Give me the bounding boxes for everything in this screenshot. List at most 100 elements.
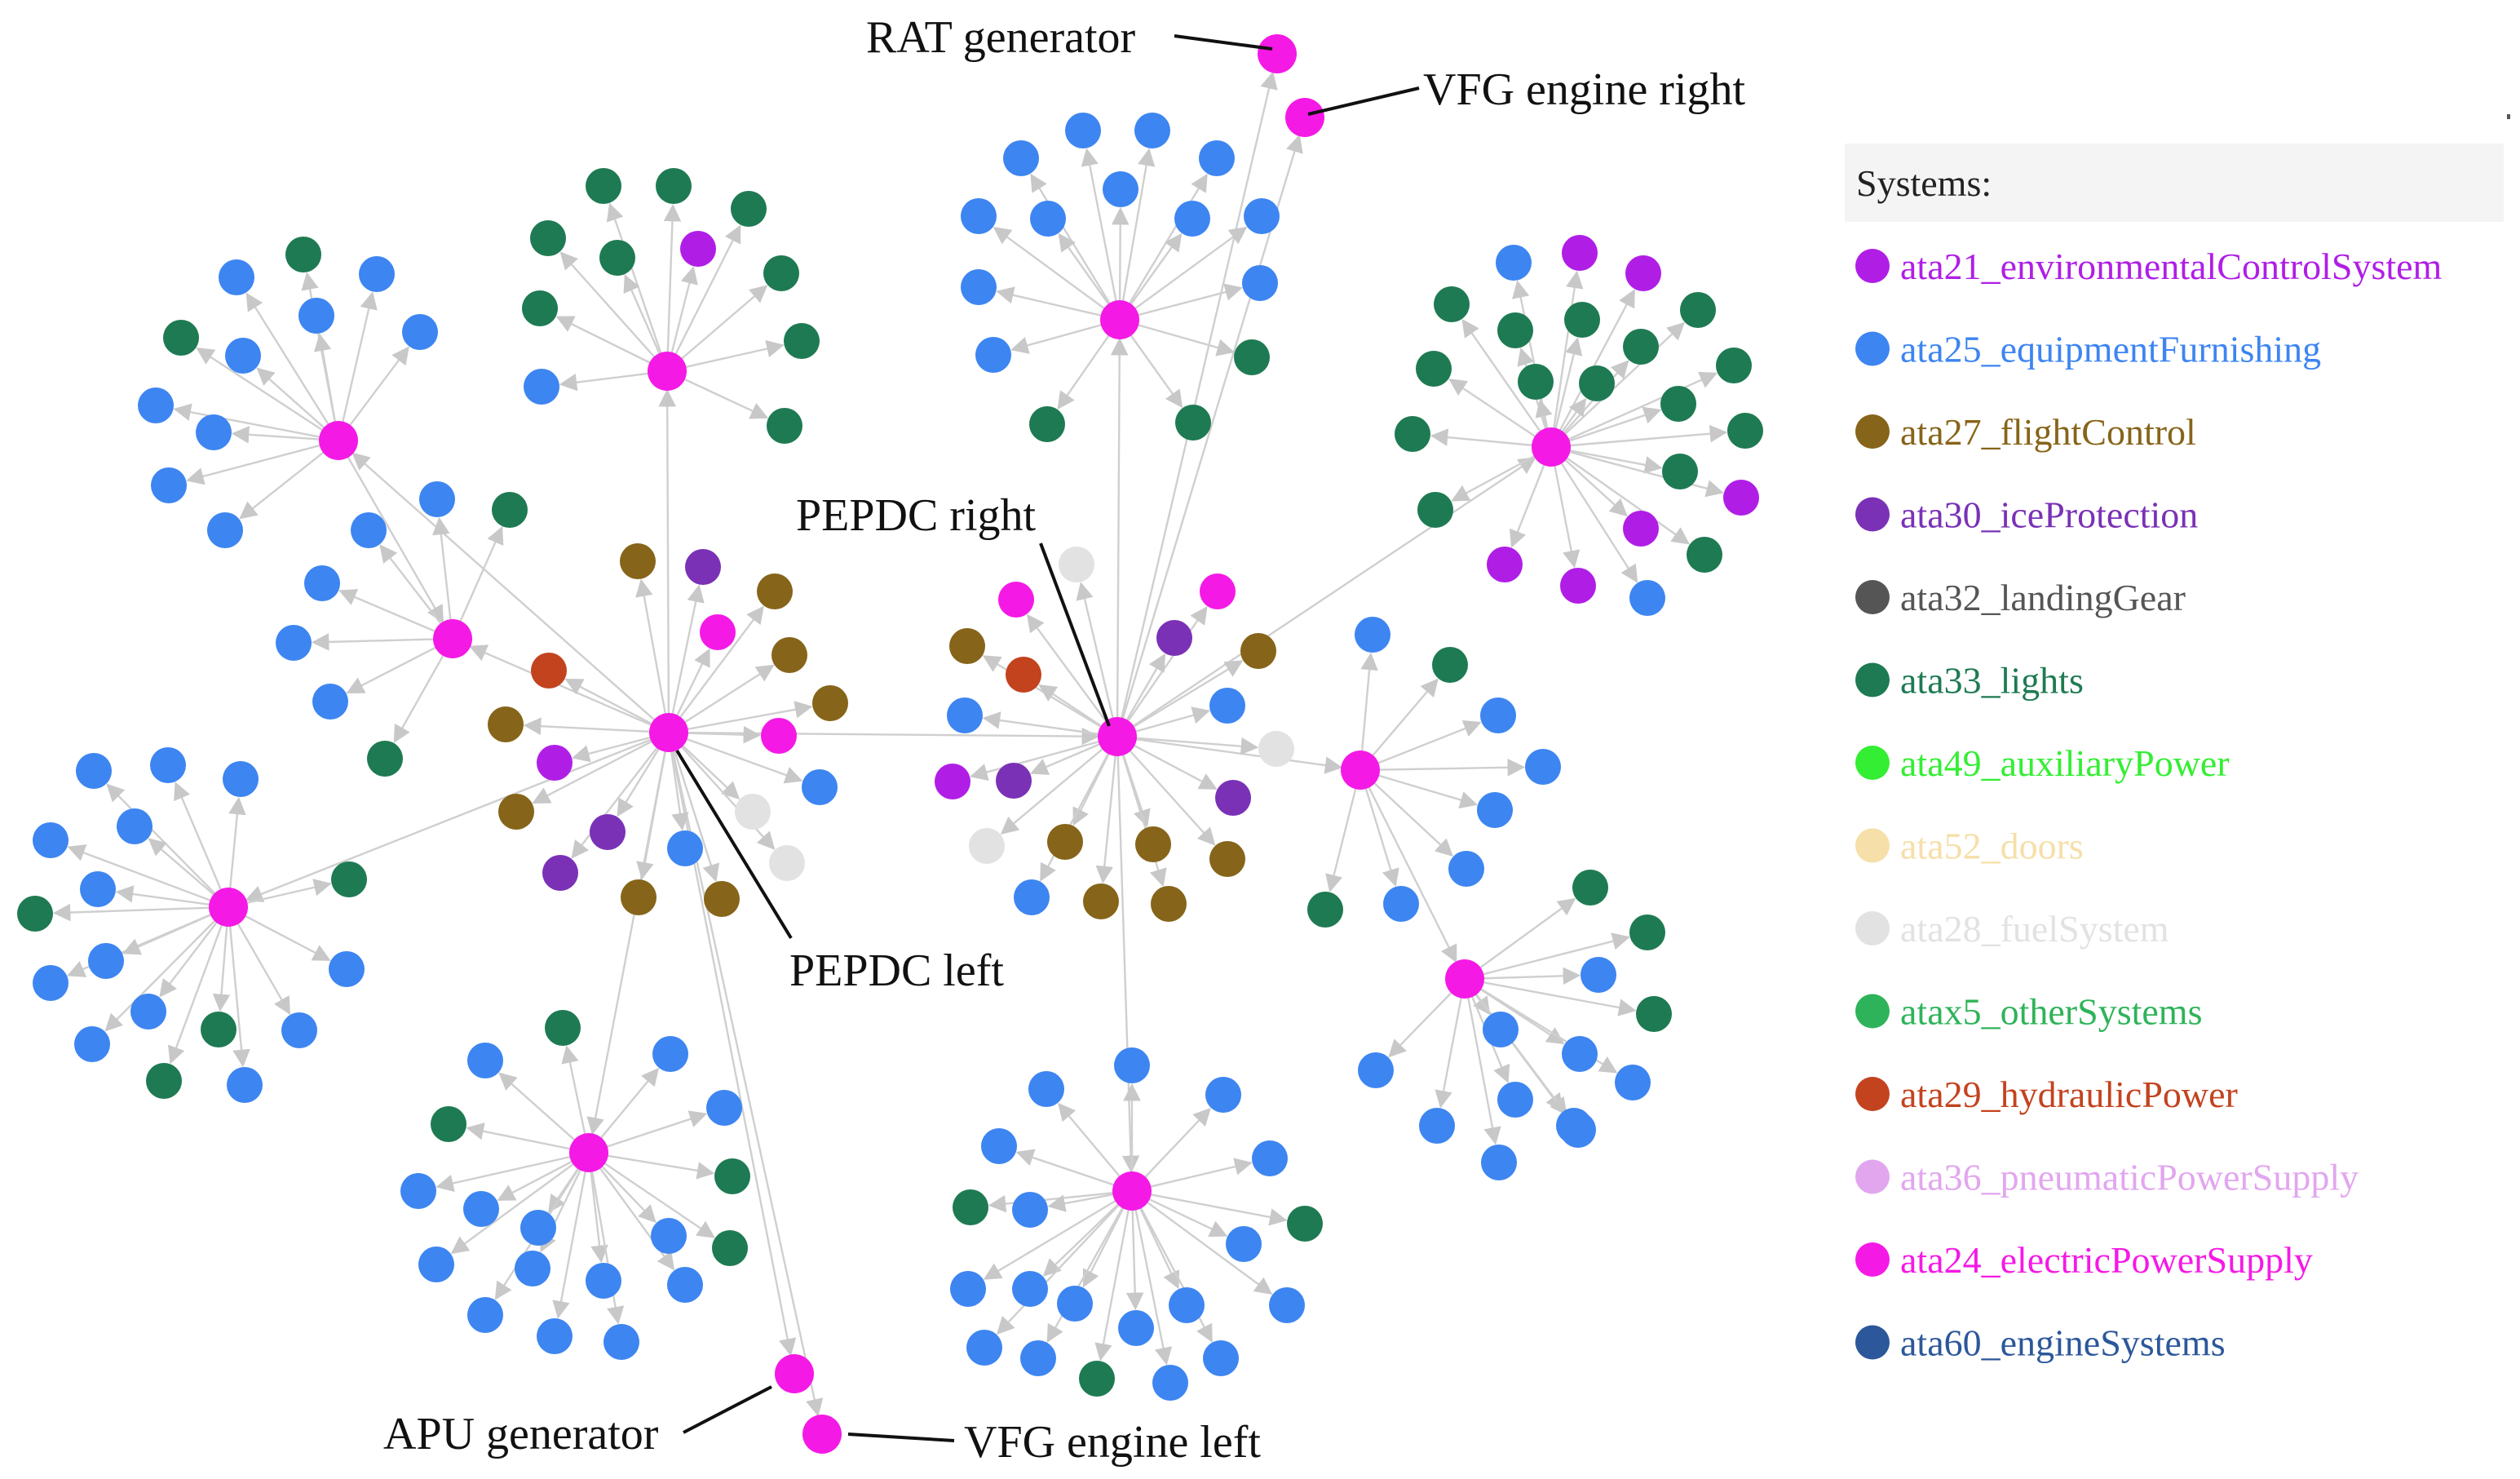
system-node-ata24[interactable]	[998, 582, 1034, 618]
system-node-ata33[interactable]	[731, 191, 767, 227]
system-node-ata25[interactable]	[966, 1330, 1002, 1366]
system-node-ata25[interactable]	[981, 1128, 1017, 1164]
system-node-ata25[interactable]	[76, 753, 112, 789]
system-node-ata33[interactable]	[492, 492, 528, 528]
system-node-ata28[interactable]	[769, 845, 805, 881]
system-node-ata24[interactable]	[1200, 573, 1236, 609]
system-node-ata27[interactable]	[949, 628, 985, 664]
system-node-ata25[interactable]	[520, 1210, 556, 1246]
system-node-ata27[interactable]	[1083, 883, 1119, 919]
system-node-ata25[interactable]	[1355, 617, 1390, 653]
system-node-ata25[interactable]	[1419, 1108, 1455, 1144]
system-node-ata30[interactable]	[542, 855, 578, 891]
system-node-ata25[interactable]	[1169, 1287, 1205, 1323]
system-node-ata25[interactable]	[1629, 580, 1665, 616]
system-node-ata27[interactable]	[1135, 826, 1171, 862]
system-node-ata25[interactable]	[1118, 1310, 1154, 1346]
legend-label-ata60[interactable]: ata60_engineSystems	[1900, 1322, 2226, 1364]
system-node-ata33[interactable]	[285, 237, 321, 272]
system-node-ata25[interactable]	[418, 1247, 454, 1282]
system-node-ata27[interactable]	[1047, 824, 1083, 860]
hub-node-h-mr[interactable]	[1341, 751, 1380, 790]
system-node-ata21[interactable]	[1562, 235, 1598, 271]
system-node-ata25[interactable]	[359, 256, 395, 292]
system-node-ata30[interactable]	[685, 549, 721, 585]
system-node-ata25[interactable]	[1226, 1226, 1262, 1262]
system-node-ata29[interactable]	[531, 653, 567, 689]
system-node-ata33[interactable]	[767, 408, 802, 444]
system-node-ata25[interactable]	[312, 684, 348, 720]
system-node-ata21[interactable]	[1623, 511, 1659, 547]
system-node-ata25[interactable]	[1209, 688, 1245, 724]
system-node-ata25[interactable]	[138, 387, 174, 423]
system-node-ata30[interactable]	[996, 763, 1032, 799]
system-node-ata25[interactable]	[1152, 1365, 1188, 1401]
system-node-ata25[interactable]	[400, 1173, 436, 1209]
system-node-ata25[interactable]	[603, 1324, 639, 1360]
system-node-ata25[interactable]	[961, 198, 997, 234]
system-node-ata30[interactable]	[1215, 780, 1251, 816]
system-node-ata25[interactable]	[80, 871, 116, 907]
system-node-ata25[interactable]	[1134, 113, 1170, 148]
system-node-ata33[interactable]	[1234, 339, 1270, 375]
system-node-ata28[interactable]	[969, 828, 1005, 864]
system-node-ata21[interactable]	[1487, 547, 1523, 582]
system-node-ata33[interactable]	[1579, 365, 1615, 401]
system-node-ata25[interactable]	[225, 338, 261, 374]
system-node-ata33[interactable]	[331, 861, 367, 897]
hub-node-vfg-right[interactable]	[1285, 98, 1324, 137]
system-node-ata33[interactable]	[545, 1010, 581, 1046]
system-node-ata30[interactable]	[590, 814, 626, 850]
system-node-ata25[interactable]	[1525, 749, 1561, 785]
system-node-ata28[interactable]	[1059, 547, 1094, 582]
system-node-ata27[interactable]	[621, 879, 657, 915]
system-node-ata25[interactable]	[304, 565, 340, 601]
system-node-ata33[interactable]	[1029, 406, 1065, 442]
system-node-ata28[interactable]	[1258, 731, 1294, 767]
system-node-ata25[interactable]	[586, 1263, 621, 1299]
system-node-ata33[interactable]	[656, 168, 692, 204]
legend-label-ata52[interactable]: ata52_doors	[1900, 826, 2084, 867]
system-node-ata33[interactable]	[586, 168, 621, 204]
system-node-ata25[interactable]	[706, 1090, 742, 1126]
system-node-ata27[interactable]	[498, 794, 534, 830]
system-node-ata25[interactable]	[524, 369, 559, 405]
system-node-ata25[interactable]	[1497, 1082, 1533, 1118]
system-node-ata27[interactable]	[812, 685, 848, 721]
system-node-ata25[interactable]	[1615, 1065, 1651, 1100]
system-node-ata25[interactable]	[975, 337, 1011, 373]
hub-node-h-bl[interactable]	[569, 1133, 608, 1172]
system-node-ata27[interactable]	[757, 573, 793, 609]
system-node-ata25[interactable]	[1448, 851, 1484, 887]
system-node-ata21[interactable]	[1560, 568, 1596, 604]
system-node-ata25[interactable]	[196, 414, 232, 450]
system-node-ata33[interactable]	[1660, 386, 1696, 422]
system-node-ata25[interactable]	[1269, 1287, 1305, 1323]
hub-node-h-tl[interactable]	[319, 421, 358, 460]
system-node-ata33[interactable]	[1572, 870, 1608, 906]
hub-node-rat[interactable]	[1258, 34, 1297, 73]
system-node-ata29[interactable]	[1006, 657, 1041, 693]
system-node-ata21[interactable]	[680, 231, 716, 267]
hub-node-h-topr[interactable]	[1100, 300, 1139, 339]
legend-label-ata33[interactable]: ata33_lights	[1900, 660, 2084, 702]
system-node-ata33[interactable]	[367, 741, 403, 777]
legend-label-ata30[interactable]: ata30_iceProtection	[1900, 494, 2198, 536]
legend-label-ata32[interactable]: ata32_landingGear	[1900, 577, 2186, 618]
system-node-ata25[interactable]	[1014, 879, 1050, 915]
legend-label-ata25[interactable]: ata25_equipmentFurnishing	[1900, 329, 2321, 370]
system-node-ata25[interactable]	[1174, 201, 1210, 237]
system-node-ata27[interactable]	[620, 543, 656, 579]
system-node-ata25[interactable]	[1481, 1145, 1517, 1180]
system-node-ata33[interactable]	[1434, 286, 1470, 322]
system-node-ata33[interactable]	[1079, 1361, 1115, 1397]
system-node-ata25[interactable]	[117, 808, 153, 844]
system-node-ata25[interactable]	[223, 761, 259, 797]
system-node-ata25[interactable]	[1065, 113, 1101, 148]
system-node-ata25[interactable]	[947, 697, 983, 733]
system-node-ata25[interactable]	[1103, 171, 1138, 207]
system-node-ata25[interactable]	[419, 481, 455, 517]
system-node-ata25[interactable]	[1477, 792, 1513, 828]
system-node-ata33[interactable]	[1307, 892, 1343, 928]
system-node-ata28[interactable]	[735, 794, 771, 830]
